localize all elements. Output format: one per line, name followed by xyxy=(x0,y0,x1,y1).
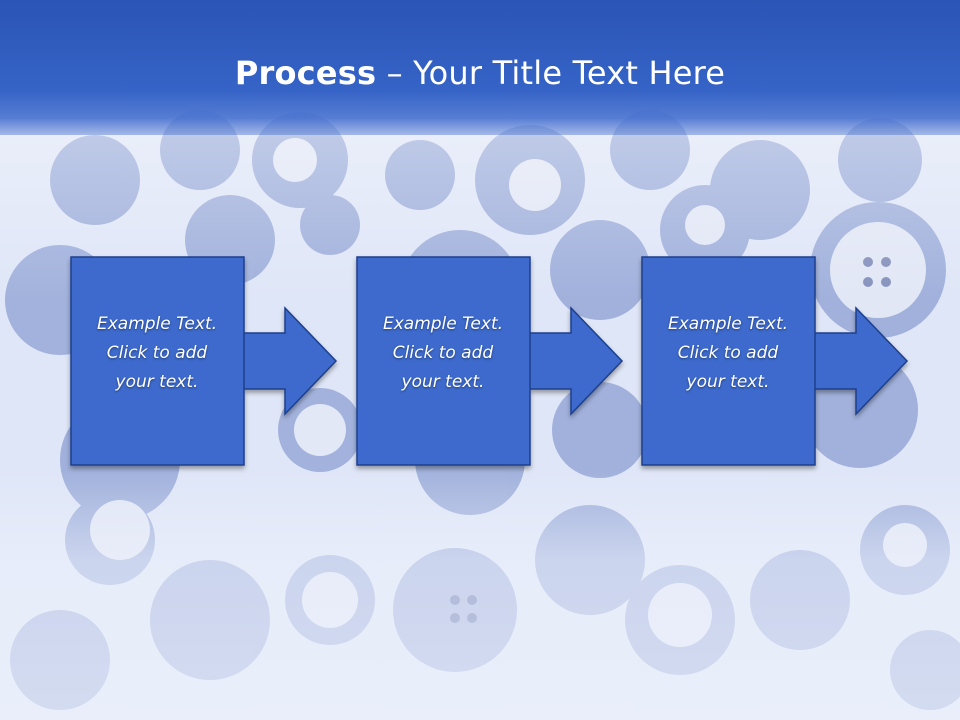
step-2-shape xyxy=(356,256,624,466)
step-3-text[interactable]: Example Text. Click to add your text. xyxy=(642,310,814,397)
step-3-line-1: Example Text. xyxy=(667,314,789,334)
step-2-line-1: Example Text. xyxy=(382,314,504,334)
slide-title[interactable]: Process – Your Title Text Here xyxy=(0,54,960,92)
step-2-box xyxy=(356,256,531,466)
step-2-line-3: your text. xyxy=(401,372,485,392)
step-3-shape xyxy=(641,256,909,466)
step-1-box xyxy=(70,256,245,466)
step-1-arrow xyxy=(241,306,338,416)
step-3-line-3: your text. xyxy=(686,372,770,392)
title-bar xyxy=(0,0,960,135)
step-2-text[interactable]: Example Text. Click to add your text. xyxy=(357,310,529,397)
title-bold: Process xyxy=(234,54,377,92)
step-1-shape xyxy=(70,256,338,466)
step-3-arrow xyxy=(812,306,909,416)
step-1-line-2: Click to add xyxy=(106,343,208,363)
step-3-box xyxy=(641,256,816,466)
step-2-line-2: Click to add xyxy=(392,343,494,363)
step-2-arrow xyxy=(527,306,624,416)
step-1-text[interactable]: Example Text. Click to add your text. xyxy=(71,310,243,397)
step-1-line-3: your text. xyxy=(115,372,199,392)
step-3-line-2: Click to add xyxy=(677,343,779,363)
step-1-line-1: Example Text. xyxy=(96,314,218,334)
title-rest: – Your Title Text Here xyxy=(376,54,726,92)
